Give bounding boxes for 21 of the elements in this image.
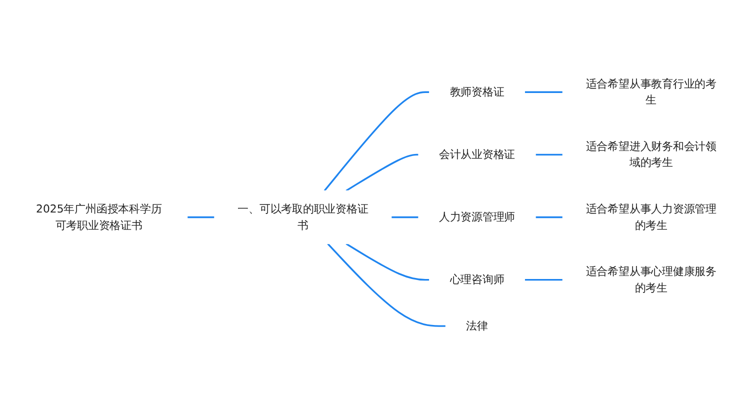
connector xyxy=(524,91,563,93)
node-text: 一、可以考取的职业资格证书 xyxy=(238,202,368,232)
node-text: 法律 xyxy=(466,319,488,332)
connector xyxy=(324,91,430,192)
node-text: 人力资源管理师 xyxy=(438,210,516,224)
node-text: 会计从业资格证 xyxy=(438,148,516,161)
connector xyxy=(346,243,430,281)
connector xyxy=(391,216,419,218)
node-text: 心理咨询师 xyxy=(450,273,504,286)
connector xyxy=(524,278,563,281)
node-text: 教师资格证 xyxy=(450,85,504,98)
node-text: 适合希望从事心理健康服务的考生 xyxy=(586,264,716,294)
connector xyxy=(536,216,563,218)
connector xyxy=(327,243,446,327)
connector xyxy=(346,154,419,192)
node-text: 适合希望从事教育行业的考生 xyxy=(586,77,716,106)
node-text: 适合希望从事人力资源管理的考生 xyxy=(586,202,716,232)
node-text: 适合希望进入财务和会计领域的考生 xyxy=(586,140,716,169)
connector xyxy=(187,216,214,218)
connector xyxy=(536,154,563,156)
node-text: 2025年广州函授本科学历可考职业资格证书 xyxy=(36,202,162,232)
